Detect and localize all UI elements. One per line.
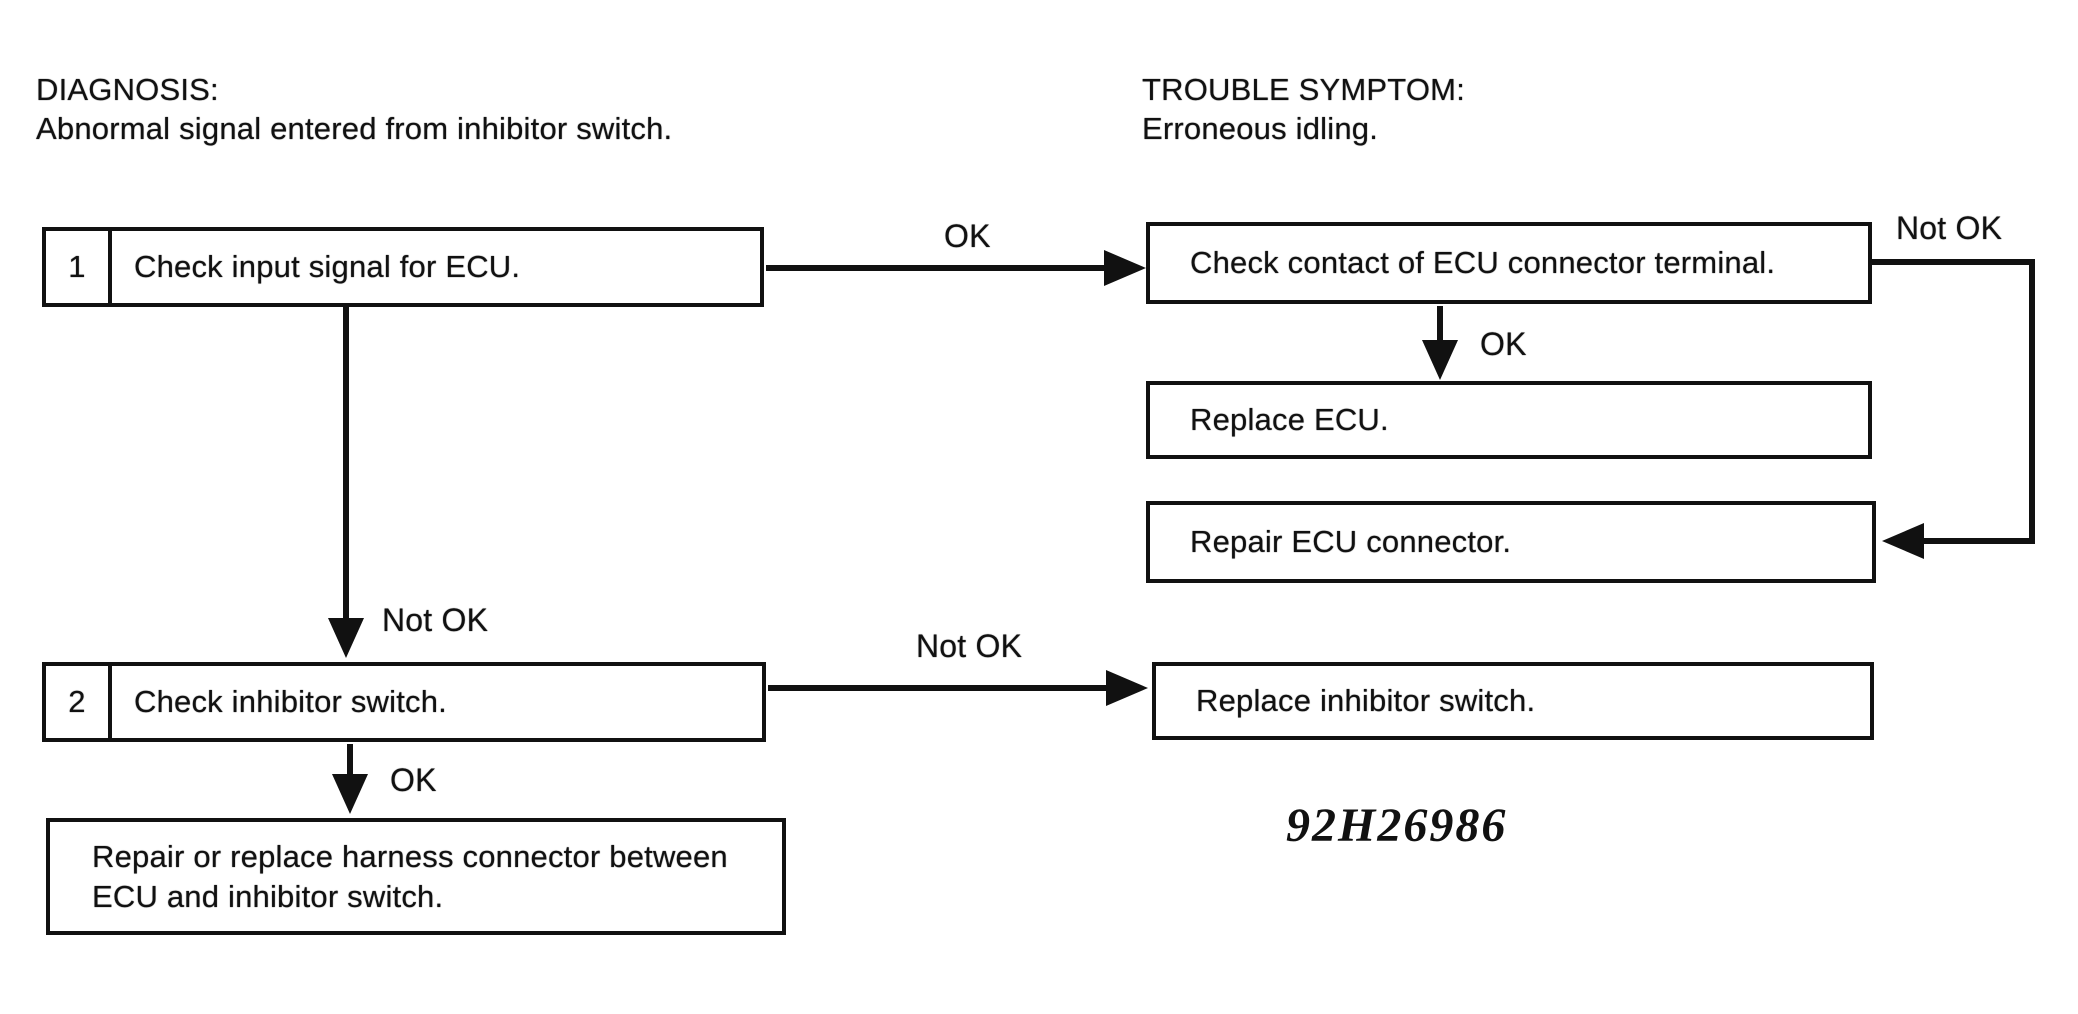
flow-box-check-contact: Check contact of ECU connector terminal. bbox=[1146, 222, 1872, 304]
flow-box-replace-ecu: Replace ECU. bbox=[1146, 381, 1872, 459]
edge-label-step2-ok: OK bbox=[390, 762, 437, 798]
replace-switch-label: Replace inhibitor switch. bbox=[1196, 683, 1536, 718]
trouble-symptom-header: TROUBLE SYMPTOM: Erroneous idling. bbox=[1142, 70, 1465, 148]
repair-connector-label: Repair ECU connector. bbox=[1190, 524, 1512, 559]
replace-ecu-label: Replace ECU. bbox=[1190, 402, 1389, 437]
diagnosis-text: Abnormal signal entered from inhibitor s… bbox=[36, 111, 673, 146]
step1-label: Check input signal for ECU. bbox=[134, 249, 521, 284]
arrow-contact-to-replace-ecu bbox=[1422, 306, 1458, 380]
arrow-step1-to-step2 bbox=[328, 306, 364, 658]
check-contact-label: Check contact of ECU connector terminal. bbox=[1190, 245, 1776, 280]
edge-label-contact-notok: Not OK bbox=[1896, 210, 2003, 246]
edge-label-step2-notok: Not OK bbox=[916, 628, 1023, 664]
trouble-symptom-text: Erroneous idling. bbox=[1142, 111, 1379, 146]
diagnosis-title: DIAGNOSIS: bbox=[36, 72, 219, 107]
step1-number: 1 bbox=[46, 231, 112, 303]
arrow-step2-to-replace-switch bbox=[768, 670, 1148, 706]
step2-label: Check inhibitor switch. bbox=[134, 684, 447, 719]
arrow-step2-to-harness bbox=[332, 744, 368, 814]
repair-harness-line1: Repair or replace harness connector betw… bbox=[92, 838, 728, 874]
arrow-step1-to-contact bbox=[766, 250, 1146, 286]
flow-box-repair-connector: Repair ECU connector. bbox=[1146, 501, 1876, 583]
edge-label-step1-notok: Not OK bbox=[382, 602, 489, 638]
flow-box-repair-harness: Repair or replace harness connector betw… bbox=[46, 818, 786, 935]
flow-box-replace-switch: Replace inhibitor switch. bbox=[1152, 662, 1874, 740]
step2-number: 2 bbox=[46, 666, 112, 738]
edge-label-contact-ok: OK bbox=[1480, 326, 1527, 362]
arrow-contact-notok-to-repair bbox=[1872, 259, 2035, 559]
flow-box-step1: 1 Check input signal for ECU. bbox=[42, 227, 764, 307]
repair-harness-line2: ECU and inhibitor switch. bbox=[92, 878, 444, 914]
diagnosis-header: DIAGNOSIS: Abnormal signal entered from … bbox=[36, 70, 672, 148]
edge-label-step1-ok: OK bbox=[944, 218, 991, 254]
figure-code: 92H26986 bbox=[1286, 799, 1508, 852]
trouble-symptom-title: TROUBLE SYMPTOM: bbox=[1142, 72, 1466, 107]
flow-box-step2: 2 Check inhibitor switch. bbox=[42, 662, 766, 742]
